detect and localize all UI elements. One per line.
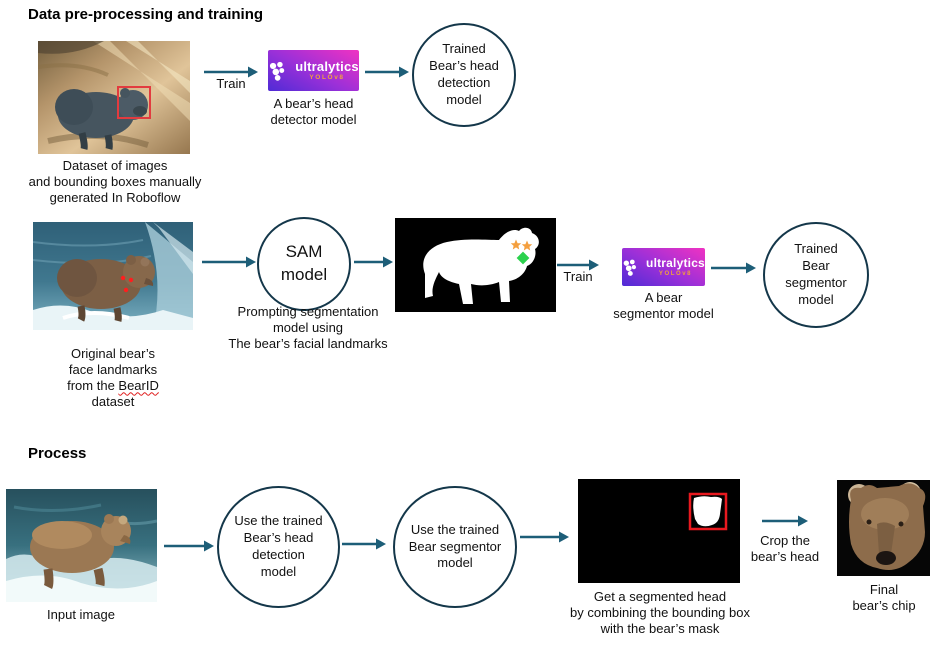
trained-segmentor-model-node: Trained Bear segmentor model bbox=[763, 222, 869, 328]
ultralytics-logo-icon bbox=[623, 259, 637, 276]
input-bear-image bbox=[6, 489, 157, 602]
caption-line: face landmarks bbox=[68, 361, 158, 377]
face-landmark-dots bbox=[120, 275, 134, 293]
flow-arrow-icon bbox=[202, 256, 256, 268]
caption-line: dataset bbox=[91, 393, 135, 409]
train-label-2: Train bbox=[563, 269, 593, 284]
final-bear-chip-image bbox=[837, 480, 930, 576]
flow-arrow-icon bbox=[342, 538, 386, 550]
sam-model-node: SAM model bbox=[257, 217, 351, 311]
sam-caption: Prompting segmentation model using The b… bbox=[228, 304, 388, 351]
bear-mask-image bbox=[395, 218, 556, 312]
train-arrow-icon bbox=[557, 259, 599, 271]
final-caption: Final bear’s chip bbox=[852, 582, 916, 613]
head-bounding-box bbox=[688, 492, 728, 531]
yolo1-caption: A bear’s head detector model bbox=[270, 96, 357, 127]
bearid-misspell-word: BearID bbox=[118, 377, 159, 393]
flow-arrow-icon bbox=[365, 66, 409, 78]
flow-arrow-icon bbox=[164, 540, 214, 552]
flow-arrow-icon bbox=[354, 256, 393, 268]
segmented-head-image bbox=[578, 479, 740, 583]
crop-label: Crop the bear’s head bbox=[750, 533, 820, 564]
yolo2-caption: A bear segmentor model bbox=[613, 290, 714, 321]
caption-line: from the BearID bbox=[43, 378, 183, 394]
caption-line: Original bear’s bbox=[70, 346, 156, 361]
flow-arrow-icon bbox=[520, 531, 569, 543]
segmented-caption: Get a segmented head by combining the bo… bbox=[570, 589, 750, 636]
trained-head-detection-model-node: Trained Bear’s head detection model bbox=[412, 23, 516, 127]
bearid-landmarks-image bbox=[33, 222, 193, 330]
ultralytics-wordmark: ultralytics YOLOv8 bbox=[646, 257, 705, 277]
ultralytics-brand-text: ultralytics bbox=[646, 256, 705, 270]
yolov8-version-text: YOLOv8 bbox=[658, 271, 693, 277]
use-head-detection-node: Use the trained Bear’s head detection mo… bbox=[217, 486, 340, 608]
caption-text: from the bbox=[67, 377, 119, 393]
ultralytics-wordmark: ultralytics YOLOv8 bbox=[295, 60, 359, 82]
train-arrow-icon bbox=[204, 66, 258, 78]
yolov8-version-text: YOLOv8 bbox=[309, 73, 345, 81]
bounding-box-annotation bbox=[117, 86, 151, 119]
input-caption: Input image bbox=[47, 607, 115, 622]
training-section-title: Data pre-processing and training bbox=[28, 6, 264, 23]
crop-arrow-icon bbox=[762, 515, 808, 527]
ultralytics-logo-icon bbox=[270, 61, 285, 81]
dataset2-caption: Original bear’s face landmarks from the … bbox=[43, 346, 183, 409]
use-segmentor-node: Use the trained Bear segmentor model bbox=[393, 486, 517, 608]
roboflow-dataset-image bbox=[38, 41, 190, 154]
ultralytics-brand-text: ultralytics bbox=[295, 58, 359, 74]
process-section-title: Process bbox=[28, 445, 87, 462]
ultralytics-yolov8-logo: ultralytics YOLOv8 bbox=[622, 248, 705, 286]
train-label-1: Train bbox=[216, 76, 246, 91]
dataset1-caption: Dataset of images and bounding boxes man… bbox=[28, 158, 202, 205]
ultralytics-yolov8-logo: ultralytics YOLOv8 bbox=[268, 50, 359, 91]
flow-arrow-icon bbox=[711, 262, 756, 274]
